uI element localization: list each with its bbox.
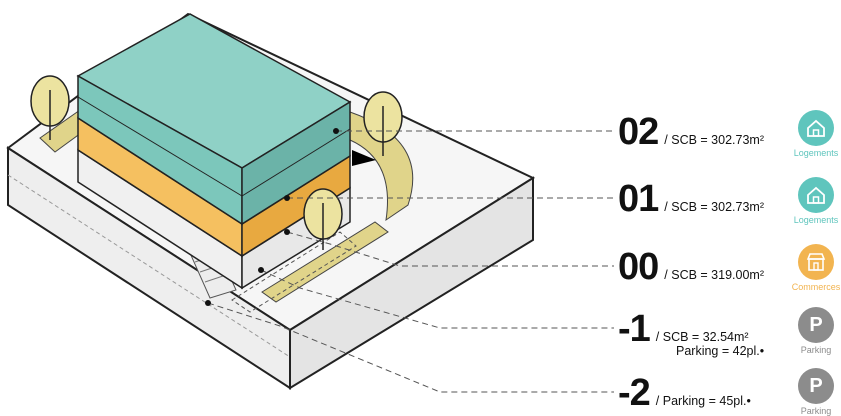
level-number: -2 xyxy=(618,372,651,414)
tree-3 xyxy=(303,188,343,250)
tree-2 xyxy=(363,91,403,156)
level-minus2-label: -2 / Parking = 45pl.• xyxy=(618,374,751,412)
level-description: / SCB = 302.73m² xyxy=(664,200,764,214)
level-description: / SCB = 32.54m² xyxy=(655,330,749,344)
north-arrow xyxy=(352,150,376,166)
badge-label: Commerces xyxy=(791,282,841,292)
badge-logements-01: Logements xyxy=(786,177,841,225)
parking-icon: P xyxy=(798,368,834,404)
house-icon xyxy=(798,110,834,146)
level-00-label: 00 / SCB = 319.00m² xyxy=(618,248,764,286)
level-minus1-label: -1 / SCB = 32.54m² xyxy=(618,310,749,348)
level-02-label: 02 / SCB = 302.73m² xyxy=(618,113,764,151)
parking-letter: P xyxy=(809,374,823,397)
badge-label: Logements xyxy=(793,215,839,225)
badge-logements-02: Logements xyxy=(786,110,841,158)
level-number: -1 xyxy=(618,308,651,350)
level-description: / SCB = 319.00m² xyxy=(664,268,764,282)
badge-label: Parking xyxy=(800,406,832,416)
badge-label: Logements xyxy=(793,148,839,158)
tree-1 xyxy=(30,75,70,140)
house-icon xyxy=(798,177,834,213)
level-minus1-parking: Parking = 42pl.• xyxy=(676,344,765,358)
parking-icon: P xyxy=(798,307,834,343)
level-description: / Parking = 45pl.• xyxy=(655,394,751,408)
leader-lines xyxy=(207,130,614,393)
badge-parking-minus2: P Parking xyxy=(786,368,841,416)
housing-volume xyxy=(76,13,352,226)
level-number: 00 xyxy=(618,246,659,288)
badge-label: Parking xyxy=(800,345,832,355)
leader-dots xyxy=(205,128,339,306)
badge-parking-minus1: P Parking xyxy=(786,307,841,355)
shop-icon xyxy=(798,244,834,280)
level-description: / SCB = 302.73m² xyxy=(664,133,764,147)
level-number: 01 xyxy=(618,178,659,220)
level-number: 02 xyxy=(618,111,659,153)
parking-letter: P xyxy=(809,313,823,336)
level-01-label: 01 / SCB = 302.73m² xyxy=(618,180,764,218)
badge-commerces: Commerces xyxy=(786,244,841,292)
